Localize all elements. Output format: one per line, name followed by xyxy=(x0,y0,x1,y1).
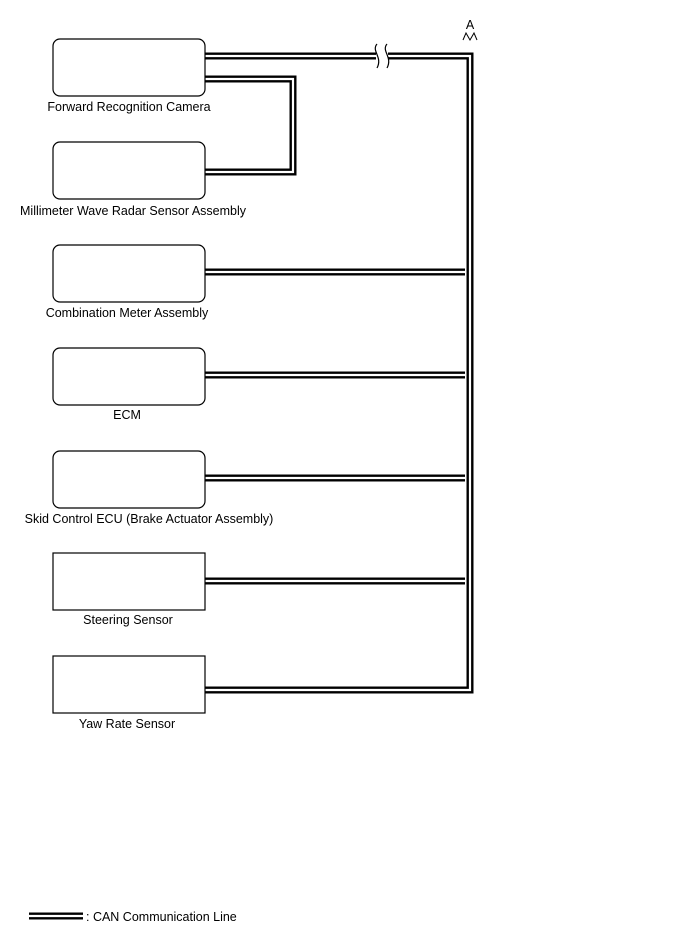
module-label-skid-control-ecu: Skid Control ECU (Brake Actuator Assembl… xyxy=(25,512,274,526)
connector-a-label: A xyxy=(466,18,475,32)
module-label-yaw-rate-sensor: Yaw Rate Sensor xyxy=(79,717,175,731)
module-box-combination-meter xyxy=(52,244,206,303)
module-box-skid-control-ecu xyxy=(52,450,206,509)
legend: : CAN Communication Line xyxy=(29,910,237,924)
module-box-forward-recognition-camera xyxy=(52,38,206,97)
module-label-forward-recognition-camera: Forward Recognition Camera xyxy=(47,100,210,114)
module-box-steering-sensor xyxy=(52,552,206,611)
module-label-ecm: ECM xyxy=(113,408,141,422)
module-box-yaw-rate-sensor xyxy=(52,655,206,714)
legend-label: : CAN Communication Line xyxy=(86,910,237,924)
module-label-millimeter-wave-radar: Millimeter Wave Radar Sensor Assembly xyxy=(20,204,247,218)
line-break-symbol xyxy=(374,43,390,69)
module-label-steering-sensor: Steering Sensor xyxy=(83,613,173,627)
module-label-combination-meter: Combination Meter Assembly xyxy=(46,306,209,320)
connector-a-mark xyxy=(462,31,478,42)
modules: Forward Recognition Camera Millimeter Wa… xyxy=(20,38,274,731)
can-branches xyxy=(205,268,465,585)
can-wire-camera-radar xyxy=(205,75,297,176)
can-wires xyxy=(205,31,478,694)
module-box-ecm xyxy=(52,347,206,406)
module-box-millimeter-wave-radar xyxy=(52,141,206,200)
